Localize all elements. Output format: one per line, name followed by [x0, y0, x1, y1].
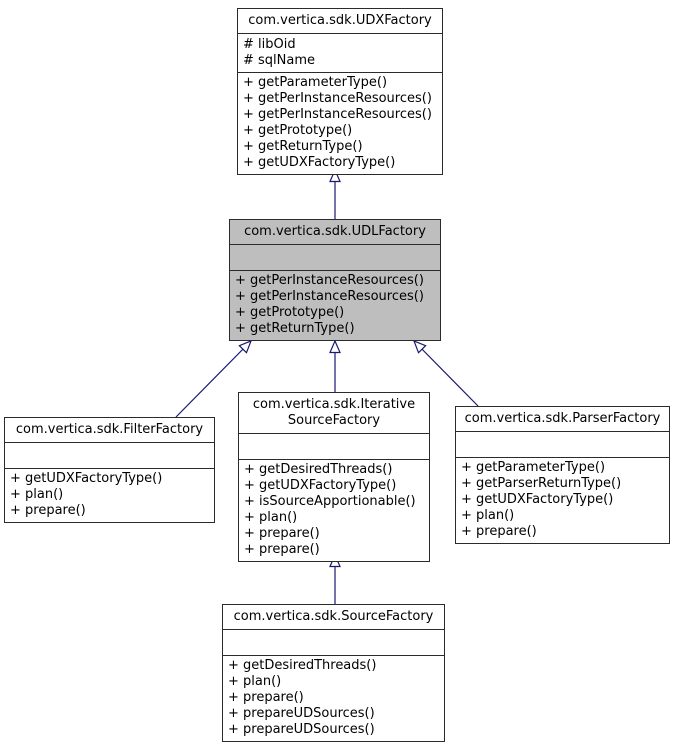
method-item: + getParameterType()	[461, 460, 606, 475]
method-item: + getDesiredThreads()	[244, 462, 393, 477]
field-item: # sqlName	[243, 53, 316, 68]
method-item: + prepareUDSources()	[228, 722, 375, 737]
method-item: + prepare()	[228, 690, 304, 705]
class-title: com.vertica.sdk.UDLFactory	[230, 220, 440, 245]
class-title-line: SourceFactory	[287, 413, 381, 428]
class-box-sourcefactory[interactable]: com.vertica.sdk.SourceFactory + getDesir…	[222, 604, 445, 742]
method-item: + getDesiredThreads()	[228, 658, 377, 673]
methods-section: + getParameterType() + getPerInstanceRes…	[238, 73, 442, 174]
fields-section	[5, 443, 214, 469]
methods-section: + getDesiredThreads() + getUDXFactoryTyp…	[239, 460, 429, 561]
method-item: + getUDXFactoryType()	[243, 155, 396, 170]
method-item: + plan()	[461, 508, 515, 523]
class-box-udxfactory[interactable]: com.vertica.sdk.UDXFactory # libOid # sq…	[237, 8, 443, 175]
method-item: + isSourceApportionable()	[244, 494, 416, 509]
method-item: + getParserReturnType()	[461, 476, 622, 491]
class-box-udlfactory[interactable]: com.vertica.sdk.UDLFactory + getPerInsta…	[229, 219, 441, 341]
method-item: + getPerInstanceResources()	[243, 91, 432, 106]
class-title: com.vertica.sdk.UDXFactory	[238, 9, 442, 34]
method-item: + getUDXFactoryType()	[461, 492, 614, 507]
fields-section	[239, 434, 429, 460]
method-item: + getUDXFactoryType()	[244, 478, 397, 493]
method-item: + prepare()	[10, 503, 86, 518]
methods-section: + getPerInstanceResources() + getPerInst…	[230, 271, 440, 340]
inheritance-arrow-parser-to-udl	[412, 339, 479, 407]
class-box-iterativesourcefactory[interactable]: com.vertica.sdk.Iterative SourceFactory …	[238, 392, 430, 562]
method-item: + getReturnType()	[235, 321, 355, 336]
class-title-line: com.vertica.sdk.Iterative	[252, 397, 416, 412]
method-item: + getPrototype()	[243, 123, 353, 138]
method-item: + prepareUDSources()	[228, 706, 375, 721]
method-item: + plan()	[244, 510, 298, 525]
method-item: + getReturnType()	[243, 139, 363, 154]
class-title: com.vertica.sdk.FilterFactory	[5, 418, 214, 443]
class-box-filterfactory[interactable]: com.vertica.sdk.FilterFactory + getUDXFa…	[4, 417, 215, 523]
class-box-parserfactory[interactable]: com.vertica.sdk.ParserFactory + getParam…	[455, 406, 670, 544]
method-item: + getPerInstanceResources()	[243, 107, 432, 122]
method-item: + getPerInstanceResources()	[235, 289, 424, 304]
inheritance-arrow-filter-to-udl	[175, 339, 253, 418]
method-item: + prepare()	[461, 524, 537, 539]
methods-section: + getUDXFactoryType() + plan() + prepare…	[5, 469, 214, 522]
methods-section: + getParameterType() + getParserReturnTy…	[456, 458, 669, 543]
method-item: + prepare()	[244, 542, 320, 557]
fields-section	[456, 432, 669, 458]
fields-section	[223, 630, 444, 656]
fields-section	[230, 245, 440, 271]
method-item: + plan()	[10, 487, 64, 502]
method-item: + getPerInstanceResources()	[235, 273, 424, 288]
methods-section: + getDesiredThreads() + plan() + prepare…	[223, 656, 444, 741]
class-title: com.vertica.sdk.SourceFactory	[223, 605, 444, 630]
class-title: com.vertica.sdk.Iterative SourceFactory	[239, 393, 429, 434]
method-item: + getUDXFactoryType()	[10, 471, 163, 486]
method-item: + getPrototype()	[235, 305, 345, 320]
method-item: + getParameterType()	[243, 75, 388, 90]
fields-section: # libOid # sqlName	[238, 34, 442, 73]
class-title: com.vertica.sdk.ParserFactory	[456, 407, 669, 432]
method-item: + prepare()	[244, 526, 320, 541]
method-item: + plan()	[228, 674, 282, 689]
field-item: # libOid	[243, 37, 296, 52]
